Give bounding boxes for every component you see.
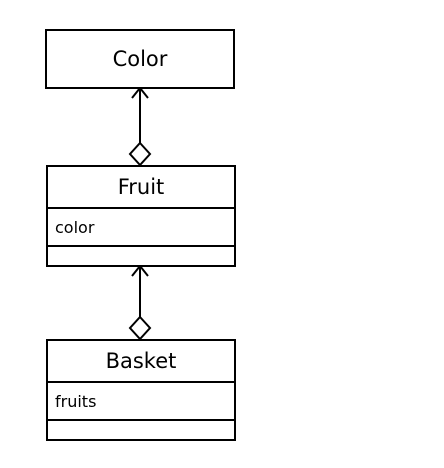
attributes-compartment: color xyxy=(48,207,234,245)
aggregation-basket-fruit xyxy=(128,264,152,341)
aggregation-fruit-color xyxy=(128,86,152,167)
class-fruit: Fruit color xyxy=(46,165,236,267)
methods-compartment xyxy=(48,419,234,439)
class-name: Basket xyxy=(105,349,177,373)
attributes-compartment: fruits xyxy=(48,381,234,419)
aggregation-diamond xyxy=(128,315,152,341)
class-name: Fruit xyxy=(117,175,165,199)
attribute: fruits xyxy=(55,391,97,411)
methods-compartment xyxy=(48,245,234,265)
attribute: color xyxy=(55,217,95,237)
aggregation-diamond xyxy=(128,141,152,167)
class-color: Color xyxy=(45,29,235,89)
class-basket: Basket fruits xyxy=(46,339,236,441)
class-name: Color xyxy=(112,47,168,71)
